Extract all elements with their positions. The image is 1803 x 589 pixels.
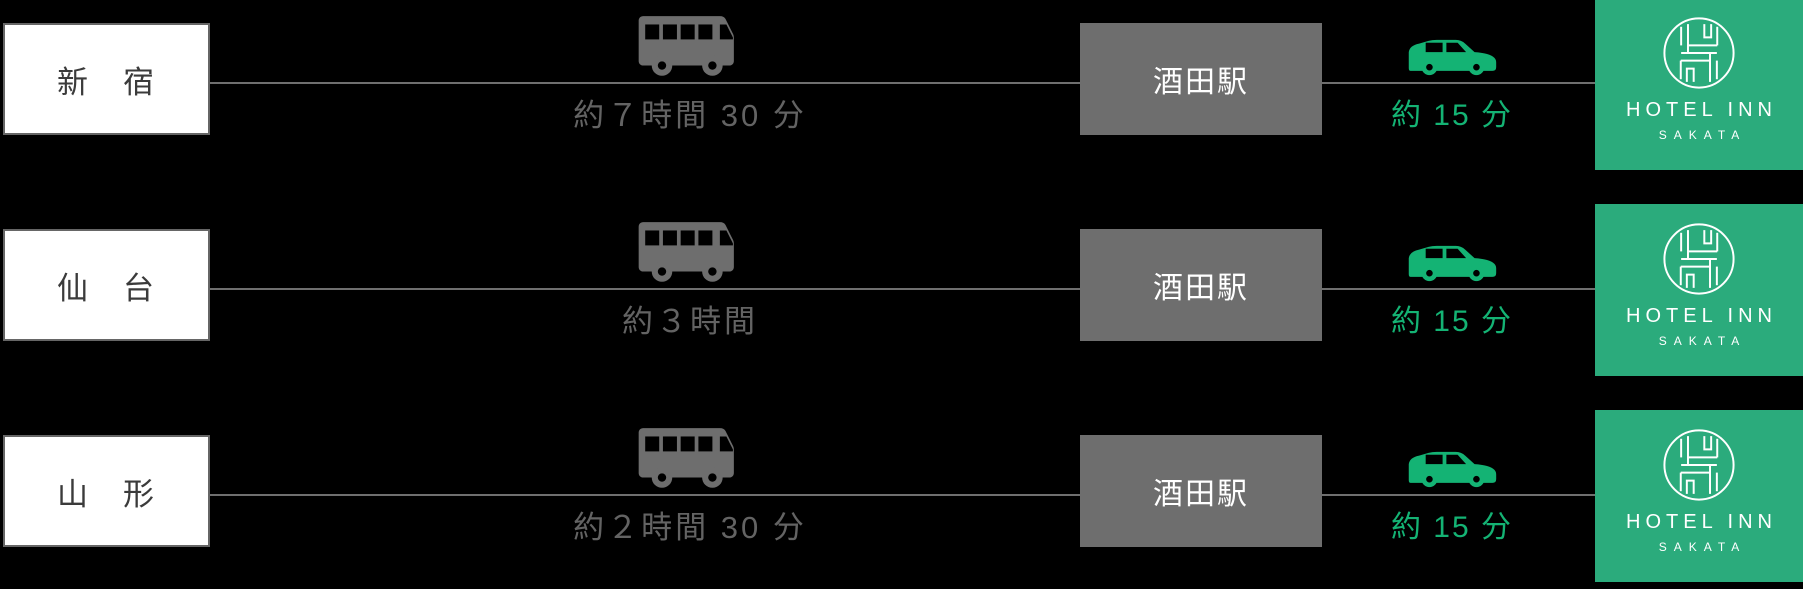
station-label: 酒田駅	[1153, 478, 1249, 511]
route-line-bus	[210, 288, 1082, 290]
car-duration-label: 約 15 分	[1390, 99, 1514, 132]
car-duration-label: 約 15 分	[1390, 511, 1514, 544]
bus-duration-label: 約７時間 30 分	[573, 98, 807, 133]
bus-icon	[638, 428, 734, 488]
route-line-car	[1320, 288, 1597, 290]
route-row-shinjuku: 新 宿 約７時間 30 分 酒田駅	[0, 0, 1803, 170]
car-icon	[1408, 245, 1497, 282]
hotel-subname: SAKATA	[1658, 334, 1747, 348]
origin-city-box: 仙 台	[3, 229, 210, 341]
car-icon	[1408, 451, 1497, 488]
route-line-car	[1320, 494, 1597, 496]
hotel-name: HOTEL INN	[1626, 305, 1777, 327]
hotel-logo-box: HOTEL INN SAKATA	[1595, 0, 1803, 170]
station-box: 酒田駅	[1080, 435, 1322, 547]
origin-city-label: 仙 台	[57, 270, 156, 306]
hotel-logo-icon	[1663, 429, 1735, 501]
car-icon	[1408, 39, 1497, 76]
hotel-logo-icon	[1663, 17, 1735, 89]
car-segment: 約 15 分	[1312, 0, 1592, 170]
route-row-yamagata: 山 形 約２時間 30 分 酒田駅	[0, 410, 1803, 582]
bus-segment: 約７時間 30 分	[475, 0, 905, 170]
bus-segment: 約３時間	[475, 204, 905, 376]
bus-duration-label: 約２時間 30 分	[573, 510, 807, 545]
hotel-logo-box: HOTEL INN SAKATA	[1595, 204, 1803, 376]
hotel-logo-box: HOTEL INN SAKATA	[1595, 410, 1803, 582]
origin-city-label: 新 宿	[57, 64, 156, 100]
origin-city-label: 山 形	[57, 476, 156, 512]
station-box: 酒田駅	[1080, 23, 1322, 135]
bus-icon	[638, 222, 734, 282]
hotel-subname: SAKATA	[1658, 128, 1747, 142]
hotel-name: HOTEL INN	[1626, 99, 1777, 121]
hotel-name: HOTEL INN	[1626, 511, 1777, 533]
hotel-subname: SAKATA	[1658, 540, 1747, 554]
car-duration-label: 約 15 分	[1390, 305, 1514, 338]
origin-city-box: 新 宿	[3, 23, 210, 135]
bus-icon	[638, 16, 734, 76]
hotel-logo-icon	[1663, 223, 1735, 295]
route-line-bus	[210, 82, 1082, 84]
station-label: 酒田駅	[1153, 66, 1249, 99]
route-line-car	[1320, 82, 1597, 84]
bus-segment: 約２時間 30 分	[475, 410, 905, 582]
origin-city-box: 山 形	[3, 435, 210, 547]
station-box: 酒田駅	[1080, 229, 1322, 341]
route-row-sendai: 仙 台 約３時間 酒田駅	[0, 204, 1803, 376]
station-label: 酒田駅	[1153, 272, 1249, 305]
route-line-bus	[210, 494, 1082, 496]
bus-duration-label: 約３時間	[622, 304, 758, 339]
car-segment: 約 15 分	[1312, 410, 1592, 582]
car-segment: 約 15 分	[1312, 204, 1592, 376]
